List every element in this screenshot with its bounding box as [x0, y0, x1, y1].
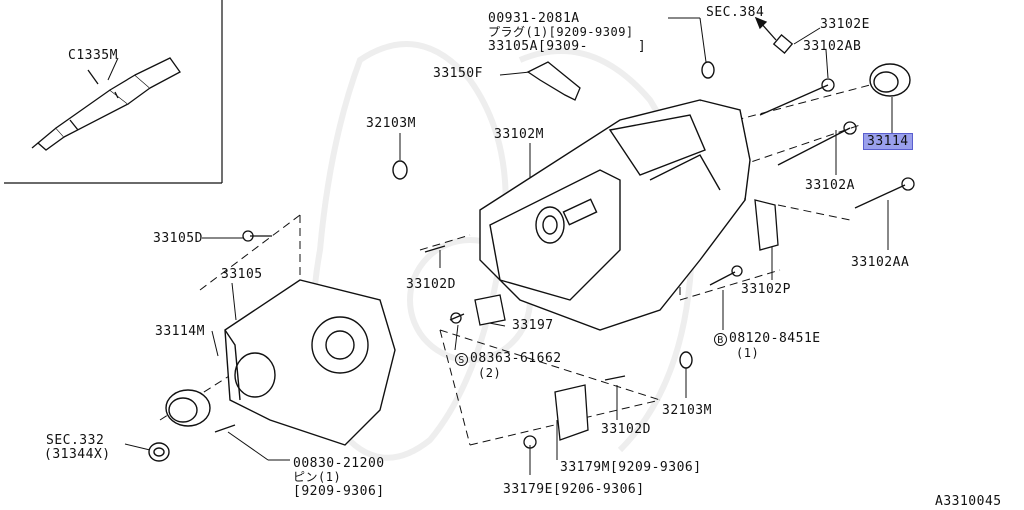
transfer-case-body: [479, 99, 751, 331]
label-33102m: 33102M: [494, 127, 544, 142]
inset-frame: [4, 0, 223, 184]
label-pin-qty: ピン(1): [293, 470, 342, 484]
bolt-symbol-b: B: [714, 333, 727, 346]
label-33179e: 33179E[9206-9306]: [503, 482, 645, 497]
label-32103m-bottom: 32103M: [662, 403, 712, 418]
label-33105: 33105: [221, 267, 263, 282]
label-33102d-bottom: 33102D: [601, 422, 651, 437]
label-33197: 33197: [512, 318, 554, 333]
label-33150f: 33150F: [433, 66, 483, 81]
label-33102e: 33102E: [820, 17, 870, 32]
label-08120-qty: (1): [736, 346, 760, 360]
bolts-and-studs: [214, 78, 915, 449]
label-33114-highlighted[interactable]: 33114: [863, 133, 913, 150]
label-sec332: SEC.332: [46, 433, 105, 448]
label-plug-9209-9309: プラグ(1)[9209-9309]: [488, 25, 634, 39]
bracket-parts: [474, 61, 779, 441]
label-32103m-top: 32103M: [366, 116, 416, 131]
label-08363-qty: (2): [478, 366, 502, 380]
diagram-id: A3310045: [935, 494, 1002, 509]
label-33102d-left: 33102D: [406, 277, 456, 292]
label-33105a: 33105A[9309- ]: [488, 39, 647, 54]
label-00830-dates: [9209-9306]: [293, 484, 385, 499]
grease-tube-icon: [31, 57, 181, 151]
label-08363-61662-text: 08363-61662: [470, 351, 562, 366]
label-00830-21200: 00830-21200: [293, 456, 385, 471]
label-33102p: 33102P: [741, 282, 791, 297]
label-31344x: (31344X): [44, 447, 111, 462]
label-33102ab: 33102AB: [803, 39, 862, 54]
label-33102a: 33102A: [805, 178, 855, 193]
sec384-arrow: [754, 16, 794, 55]
label-33179m: 33179M[9209-9306]: [560, 460, 702, 475]
seal-and-bearing-parts: [148, 61, 911, 462]
label-33105d: 33105D: [153, 231, 203, 246]
label-00931-2081a: 00931-2081A: [488, 11, 580, 26]
screw-symbol-s: S: [455, 353, 468, 366]
label-33114m: 33114M: [155, 324, 205, 339]
leader-lines: [107, 17, 893, 475]
label-c1335m: C1335M: [68, 48, 118, 63]
label-sec384: SEC.384: [706, 5, 765, 20]
label-08120-8451e-text: 08120-8451E: [729, 331, 821, 346]
label-33102aa: 33102AA: [851, 255, 910, 270]
rear-case: [224, 279, 396, 446]
